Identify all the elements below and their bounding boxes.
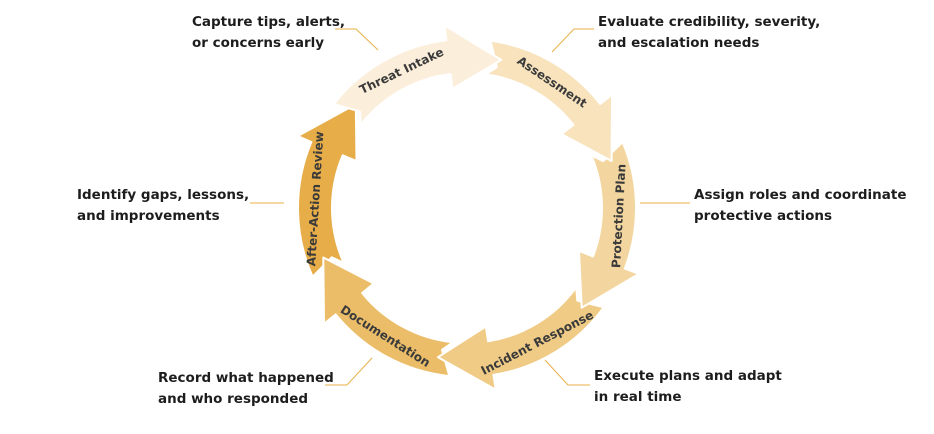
description-line: and improvements (77, 208, 220, 224)
cycle-arrow-assessment (484, 39, 613, 162)
leader-line-assessment (551, 28, 594, 53)
cycle-arrow-incident-response (437, 286, 605, 391)
description-line: Execute plans and adapt (594, 368, 782, 384)
cycle-arrow-threat-intake (332, 24, 503, 126)
description-line: and who responded (158, 391, 309, 407)
cycle-arrow-after-action-review (296, 103, 358, 278)
description-protection-plan: Assign roles and coordinate protective a… (694, 185, 907, 227)
leader-line-threat-intake (335, 28, 379, 51)
description-line: Evaluate credibility, severity, (598, 14, 821, 30)
cycle-arrows (296, 24, 640, 391)
leader-line-documentation (325, 357, 373, 386)
description-after-action-review: Identify gaps, lessons, and improvements (77, 185, 249, 227)
description-documentation: Record what happened and who responded (158, 368, 334, 410)
cycle-arrow-documentation (322, 256, 454, 378)
description-line: in real time (594, 389, 682, 405)
description-line: Identify gaps, lessons, (77, 187, 250, 203)
description-line: Capture tips, alerts, (192, 14, 346, 30)
description-line: protective actions (694, 208, 833, 224)
stage-label-protection-plan: Protection Plan (609, 164, 628, 269)
description-incident-response: Execute plans and adapt in real time (594, 366, 782, 408)
description-line: Assign roles and coordinate (694, 187, 907, 203)
description-threat-intake: Capture tips, alerts, or concerns early (192, 12, 345, 54)
description-line: Record what happened (158, 370, 334, 386)
cycle-arrow-protection-plan (578, 141, 640, 309)
description-assessment: Evaluate credibility, severity, and esca… (598, 12, 820, 54)
leader-line-incident-response (544, 359, 590, 386)
leader-lines (250, 28, 690, 386)
description-line: and escalation needs (598, 35, 760, 51)
description-line: or concerns early (192, 35, 325, 51)
